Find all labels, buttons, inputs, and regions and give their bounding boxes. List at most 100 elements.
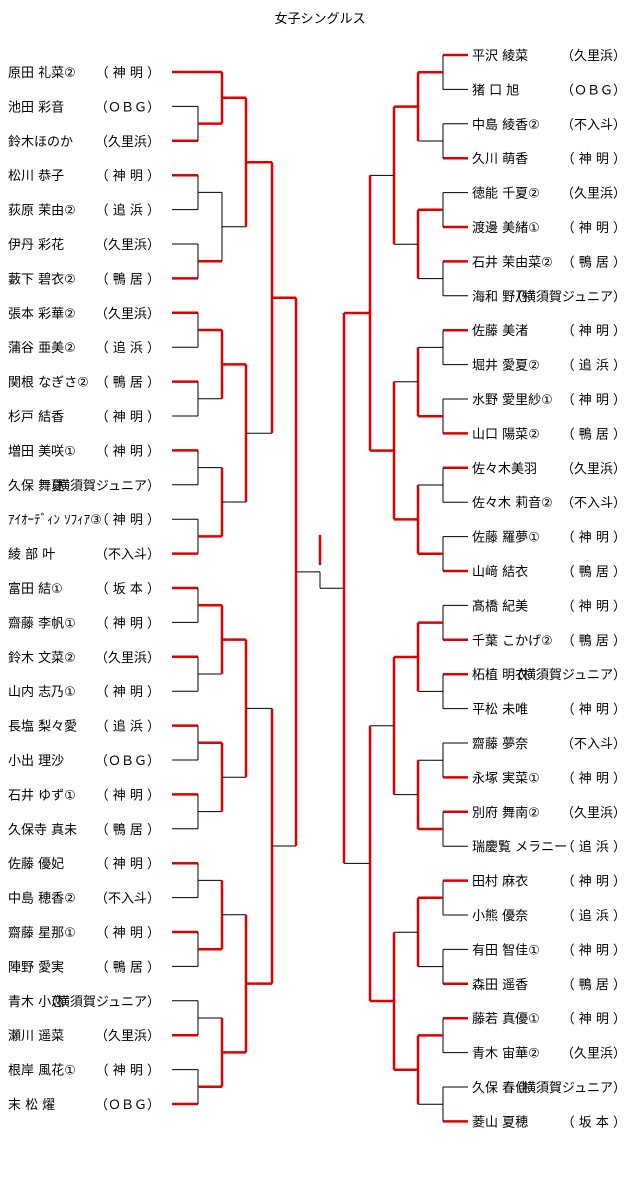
player-name: 長塩 梨々愛 [8,720,77,735]
player-name: 小出 理沙 [8,754,64,769]
player-name: 水野 愛里紗① [472,393,553,408]
player-club: （ＯＢＧ） [95,1098,160,1113]
player-club: （ 神 明 ） [96,444,160,459]
player-name: 佐々木 莉音② [472,495,553,511]
player-name: 増田 美咲① [8,443,76,459]
player-name: 佐々木美羽 [472,462,537,477]
player-name: 杉戸 結香 [8,410,64,425]
player-club: （ 神 明 ） [562,531,626,546]
player-name: 佐藤 優妃 [8,857,64,872]
player-name: 伊丹 彩花 [8,237,64,253]
player-club: （ 神 明 ） [96,616,160,631]
player-name: 堀井 愛夏② [472,359,540,374]
player-club: （ 鴨 居 ） [96,823,160,838]
player-name: 佐藤 美渚 [472,324,528,339]
player-club: （久里浜） [561,806,626,821]
player-club: （ＯＢＧ） [95,754,160,769]
player-club: （不入斗） [561,496,626,511]
player-name: 齋藤 夢奈 [472,736,528,752]
player-club: （久里浜） [95,651,160,666]
player-name: 平沢 綾菜 [472,48,528,64]
player-name: 富田 結① [8,581,63,597]
player-name: 久保寺 真未 [8,823,77,838]
player-name: 原田 礼菜② [8,65,76,81]
player-name: 山﨑 結衣 [472,564,528,580]
player-club: （ 神 明 ） [562,599,626,614]
player-club: （ 神 明 ） [562,324,626,339]
player-name: 石井 ゆず① [8,788,76,803]
player-club: （ 神 明 ） [96,1064,160,1079]
player-name: 齋藤 李帆① [8,615,76,631]
player-name: 藤若 真優① [472,1011,540,1027]
player-name: 有田 智佳① [472,943,540,958]
player-name: 柘植 明衣 [472,667,528,683]
player-name: 根岸 風花① [8,1063,76,1079]
player-name: 徳能 千夏② [472,187,540,202]
player-name: 千葉 こかげ② [472,634,553,649]
player-name: 山内 志乃① [8,684,76,700]
player-name: 青木 宙華② [472,1047,540,1062]
player-name: 海和 野乃 [472,290,528,305]
player-club: （ 鴨 居 ） [562,427,626,442]
player-name: 佐藤 羅夢① [472,531,540,546]
player-club: （ 神 明 ） [96,685,160,700]
player-name: 鈴木 文菜② [8,651,76,666]
player-club: （ 神 明 ） [96,513,160,528]
player-club: （ 鴨 居 ） [562,255,626,270]
player-club: （ 追 浜 ） [96,203,160,219]
player-club: （不入斗） [95,892,160,907]
player-club: （ 神 明 ） [96,857,160,872]
player-club: （ 鴨 居 ） [96,960,160,975]
player-club: （ 追 浜 ） [96,340,160,356]
player-name: 猪 口 旭 [472,83,519,98]
player-name: 田村 麻衣 [472,874,528,890]
player-name: 森田 遥香 [472,978,528,993]
player-club: （久里浜） [561,187,626,202]
player-name: 瀬川 遥菜 [8,1029,64,1044]
player-name: 青木 小恋 [8,994,64,1010]
player-club: （ 鴨 居 ） [96,272,160,287]
player-club: （ 神 明 ） [96,169,160,184]
player-club: （ 鴨 居 ） [562,978,626,993]
player-club: （ 神 明 ） [562,221,626,236]
player-name: 末 松 燿 [8,1098,55,1113]
player-name: 陣野 愛実 [8,959,64,975]
player-name: 菱山 夏穂 [472,1115,528,1130]
player-club: （ 神 明 ） [96,66,160,81]
player-club: （久里浜） [95,1029,160,1044]
player-club: （不入斗） [95,548,160,563]
player-club: （ 神 明 ） [562,393,626,408]
player-club: （ 追 浜 ） [562,908,626,924]
player-name: 山口 陽菜② [472,427,540,442]
player-name: 永塚 実菜① [472,770,540,786]
player-club: （久里浜） [95,238,160,253]
player-name: 久保 春佳 [472,1081,528,1096]
player-name: 小熊 優奈 [472,908,528,924]
player-name: 石井 茉由菜② [472,255,553,270]
player-club: （ 神 明 ） [562,875,626,890]
player-club: （久里浜） [95,135,160,150]
player-club: （ 追 浜 ） [562,839,626,855]
player-name: 瑞慶覧 メラニー [472,839,567,855]
player-club: （横須賀ジュニア） [510,290,626,305]
player-club: （ 神 明 ） [562,771,626,786]
player-name: 別府 舞南② [472,805,540,821]
player-club: （ 坂 本 ） [562,1115,626,1130]
player-club: （不入斗） [561,118,626,133]
player-club: （ 神 明 ） [562,943,626,958]
player-name: 関根 なぎさ② [8,376,89,391]
player-name: 中島 穂香② [8,892,76,907]
player-club: （横須賀ジュニア） [510,668,626,683]
player-name: 渡邊 美緒① [472,220,540,236]
player-club: （横須賀ジュニア） [510,1081,626,1096]
player-club: （ 追 浜 ） [562,358,626,374]
player-name: 鈴木ほのか [8,135,73,150]
player-club: （ 神 明 ） [562,1012,626,1027]
player-club: （ＯＢＧ） [561,83,626,98]
player-club: （ 鴨 居 ） [562,634,626,649]
player-club: （ 神 明 ） [96,788,160,803]
player-club: （横須賀ジュニア） [44,479,160,494]
player-club: （ＯＢＧ） [95,100,160,115]
player-name: ｱｲｵｰﾃﾞｨﾝ ｿﾌｨｱ③ [8,513,102,528]
